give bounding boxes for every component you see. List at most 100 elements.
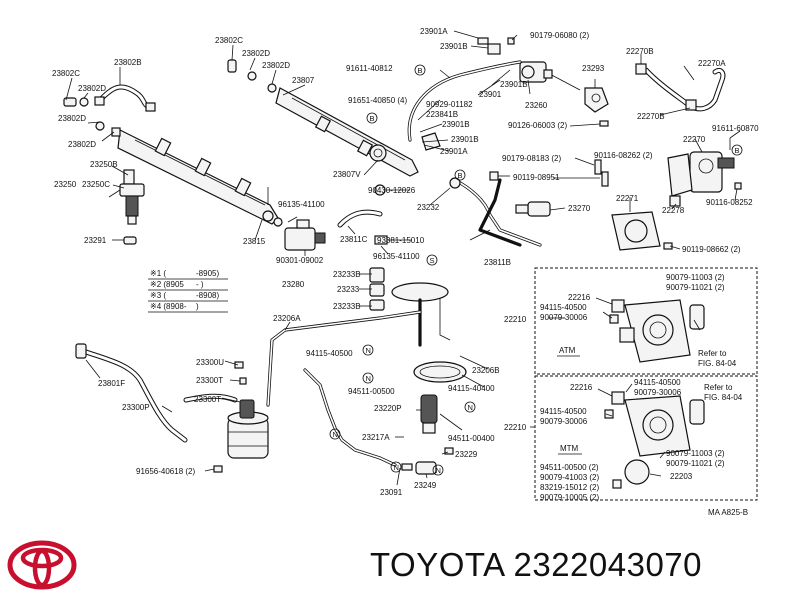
part-label: 23901B xyxy=(442,120,470,129)
marker-n: N xyxy=(436,466,441,475)
part-label: 23802D xyxy=(242,49,270,58)
brand-caption: TOYOTA 2322043070 xyxy=(370,546,702,584)
part-label: 23293 xyxy=(582,64,605,73)
part-label: 90079-41003 (2) xyxy=(540,473,599,482)
part-label: 90079-11021 (2) xyxy=(666,459,725,468)
throttle-body-atm xyxy=(609,299,705,363)
fuel-pump xyxy=(420,394,438,434)
part-label: 23802C xyxy=(215,36,243,45)
part-label: 23249 xyxy=(414,481,437,490)
marker-n: N xyxy=(366,374,371,383)
part-label: 23250C xyxy=(82,180,110,189)
vacuum-switching-valve xyxy=(519,61,581,91)
mtm-label: MTM xyxy=(560,444,579,453)
pressure-regulator xyxy=(273,217,326,251)
part-label: 23807 xyxy=(292,76,315,85)
part-label: 94115-40400 xyxy=(448,384,495,393)
part-label: 90079-30006 xyxy=(634,388,682,397)
atm-throttle-box xyxy=(534,267,758,375)
part-label: 91611-40812 xyxy=(346,64,393,73)
part-label: 22210 xyxy=(504,423,527,432)
marker-n: N xyxy=(468,403,473,412)
part-label: 23802D xyxy=(58,114,86,123)
marker-n: N xyxy=(394,463,399,472)
part-label: 90430-12026 xyxy=(368,186,416,195)
part-label: 23802D xyxy=(68,140,96,149)
part-label: 94115-40500 xyxy=(634,378,681,387)
part-label: 23802B xyxy=(114,58,142,67)
part-label: 23300P xyxy=(122,403,150,412)
part-number: 2322043070 xyxy=(513,546,703,583)
part-label: 90079-30006 xyxy=(540,313,588,322)
part-label: 90079-30006 xyxy=(540,417,588,426)
part-label: 91656-40618 (2) xyxy=(136,467,195,476)
cold-start-injector xyxy=(527,201,551,217)
fuel-delivery-pipe xyxy=(117,129,279,225)
part-label: 223841B xyxy=(426,110,458,119)
part-label: 22270 xyxy=(683,135,706,144)
part-label: 90116-08262 (2) xyxy=(594,151,653,160)
part-label: 23233B xyxy=(333,270,361,279)
legend-entry: -8905) xyxy=(196,269,219,278)
legend-entry: - ) xyxy=(196,280,204,289)
part-label: 90079-11003 (2) xyxy=(666,273,725,282)
serial-legend: ※1 ( -8905) ※2 (8905 - ) ※3 ( -8908) ※4 … xyxy=(148,269,228,313)
marker-b: B xyxy=(370,114,375,123)
part-label: 96135-41100 xyxy=(373,252,420,261)
part-label: 23229 xyxy=(455,450,478,459)
part-label: 93381-15010 xyxy=(377,236,425,245)
part-label: 23206B xyxy=(472,366,500,375)
part-label: 23901B xyxy=(440,42,468,51)
fuel-pipe-23206a xyxy=(266,310,422,407)
part-label: 23802D xyxy=(262,61,290,70)
part-label: 90179-08183 (2) xyxy=(502,154,561,163)
part-label: 23300U xyxy=(196,358,224,367)
part-label: 94115-40500 xyxy=(540,407,587,416)
part-label: 94115-40500 xyxy=(306,349,353,358)
part-label: 23815 xyxy=(243,237,266,246)
part-label: 23300T xyxy=(194,395,221,404)
fuel-filter xyxy=(227,399,269,459)
part-label: 83219-15012 (2) xyxy=(540,483,599,492)
marker-n: N xyxy=(366,346,371,355)
part-label: 22210 xyxy=(504,315,527,324)
fuel-filter-assembly xyxy=(75,343,269,473)
part-label: 23300T xyxy=(196,376,223,385)
part-label: 23233B xyxy=(333,302,361,311)
part-label: 23280 xyxy=(282,280,305,289)
toyota-logo-icon xyxy=(7,540,77,590)
circle-markers: B B B B S N N N N N N xyxy=(329,64,743,476)
refer-note: Refer to xyxy=(704,383,733,392)
part-label: 94511-00500 xyxy=(348,387,395,396)
part-label: 22270B xyxy=(626,47,654,56)
fuel-pump-assembly xyxy=(369,267,467,475)
part-labels: 23802C 23802B 23802D 23802D 23802D 23802… xyxy=(52,27,759,517)
bracket-23293 xyxy=(584,87,609,113)
legend-entry: -8908) xyxy=(196,291,219,300)
legend-entry: ※1 ( xyxy=(150,269,166,278)
part-label: 23801F xyxy=(98,379,125,388)
part-label: 90079-11003 (2) xyxy=(666,449,725,458)
mtm-throttle-box xyxy=(534,375,758,501)
part-label: 90119-08662 (2) xyxy=(682,245,741,254)
part-label: 23901B xyxy=(451,135,479,144)
part-label: 22216 xyxy=(570,383,593,392)
part-label: 23901 xyxy=(479,90,502,99)
part-label: 23232 xyxy=(417,203,440,212)
part-label: 90079-10005 (2) xyxy=(540,493,599,502)
throttle-body-mtm xyxy=(604,391,705,489)
part-label: 23901A xyxy=(420,27,448,36)
idle-air-valve xyxy=(689,138,735,193)
part-label: 96135-41100 xyxy=(278,200,325,209)
leader-lines xyxy=(65,30,741,486)
refer-note: FIG. 84-04 xyxy=(704,393,743,402)
diagram-code: MA A825-B xyxy=(708,508,748,517)
fuel-lines-center xyxy=(449,159,609,247)
part-label: 22216 xyxy=(568,293,591,302)
part-label: 23811C xyxy=(340,235,368,244)
part-label: 23217A xyxy=(362,433,390,442)
part-label: 94511-00500 (2) xyxy=(540,463,599,472)
part-label: 90116-08252 xyxy=(706,198,753,207)
part-label: 94511-00400 xyxy=(448,434,495,443)
